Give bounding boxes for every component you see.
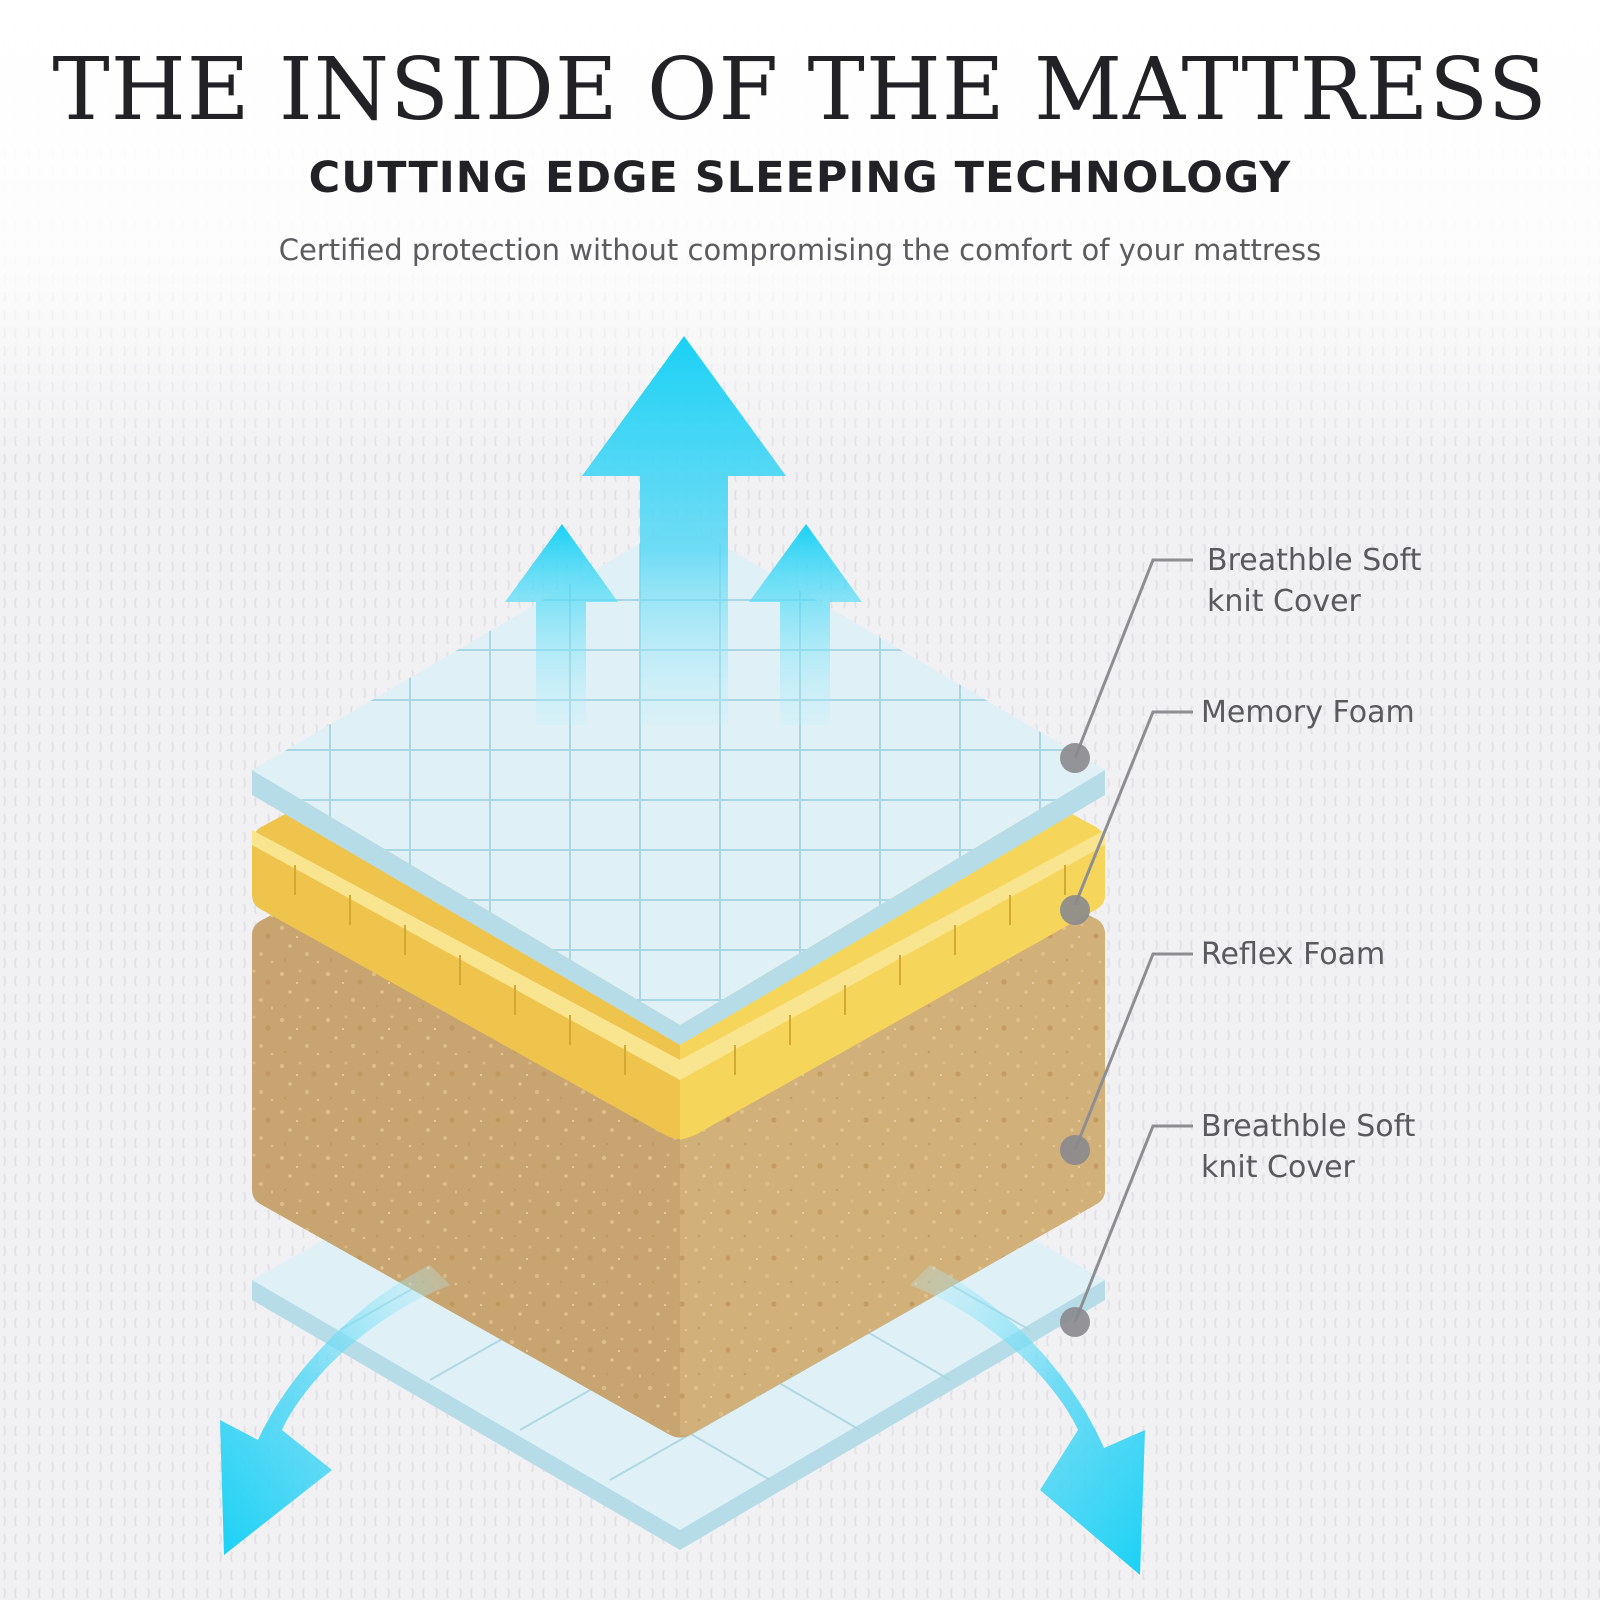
tagline: Certified protection without compromisin… <box>278 233 1322 267</box>
center-up-arrow-icon <box>582 336 786 725</box>
page-subtitle: CUTTING EDGE SLEEPING TECHNOLOGY <box>308 153 1292 203</box>
right-up-arrow-icon <box>749 524 862 725</box>
page-title: THE INSIDE OF THE MATTRESS <box>52 40 1548 140</box>
marker-reflex-foam <box>1060 1135 1090 1165</box>
label-top-cover: Breathble Soft knit Cover <box>1207 543 1422 619</box>
right-curved-arrow-icon <box>910 1265 1145 1575</box>
leader-lines <box>1073 558 1193 1323</box>
airflow-arrows-curved <box>220 1265 1145 1575</box>
left-curved-arrow-icon <box>220 1265 450 1555</box>
label-bottom-cover: Breathble Soft knit Cover <box>1201 1109 1416 1185</box>
marker-memory-foam <box>1060 895 1090 925</box>
left-up-arrow-icon <box>505 524 618 725</box>
airflow-arrows-up <box>505 336 862 725</box>
marker-bottom-cover <box>1060 1307 1090 1337</box>
label-memory-foam: Memory Foam <box>1201 695 1415 730</box>
marker-top-cover <box>1060 743 1090 773</box>
label-reflex-foam: Reflex Foam <box>1201 937 1386 972</box>
